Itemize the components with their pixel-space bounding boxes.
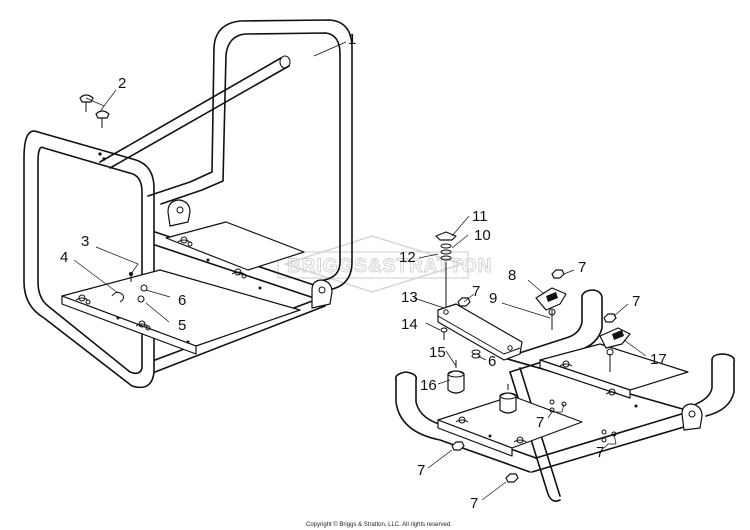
isolator-slot <box>135 320 151 331</box>
callout-3: 3 <box>81 233 89 250</box>
callout-7: 7 <box>417 462 425 479</box>
callouts: 1 2 3 4 5 6 11 10 12 8 7 13 7 9 7 14 6 1… <box>60 31 667 512</box>
left-frame <box>23 19 353 389</box>
callout-16: 16 <box>420 377 437 394</box>
callout-7: 7 <box>578 259 586 276</box>
lower-nuts <box>451 399 617 483</box>
callout-4: 4 <box>60 249 68 266</box>
callout-7: 7 <box>596 444 604 461</box>
callout-1: 1 <box>348 31 356 48</box>
isolator-slot <box>513 436 527 444</box>
isolator-slot <box>231 268 247 279</box>
callout-12: 12 <box>399 249 416 266</box>
callout-11: 11 <box>472 208 488 225</box>
watermark-text: BRIGGS&STRATTON <box>287 256 492 277</box>
leader-lines-left <box>73 41 347 323</box>
copyright-notice: Copyright © Briggs & Stratton, LLC. All … <box>306 521 452 528</box>
callout-7: 7 <box>536 414 544 431</box>
callout-15: 15 <box>429 344 446 361</box>
callout-9: 9 <box>489 290 497 307</box>
isolator-slot <box>559 360 573 368</box>
callout-7: 7 <box>632 293 640 310</box>
isolator-mounts <box>440 327 517 414</box>
callout-5: 5 <box>178 317 186 334</box>
callout-17: 17 <box>650 351 667 368</box>
callout-13: 13 <box>401 289 418 306</box>
isolator-slot <box>177 236 193 247</box>
bracket <box>437 303 523 361</box>
callout-2: 2 <box>118 75 126 92</box>
leader-lines-right <box>413 215 647 501</box>
callout-10: 10 <box>474 227 491 244</box>
callout-6: 6 <box>488 353 496 370</box>
callout-7: 7 <box>472 283 480 300</box>
callout-8: 8 <box>508 267 516 284</box>
callout-6: 6 <box>178 292 186 309</box>
isolator-slot <box>455 416 469 424</box>
callout-7: 7 <box>470 495 478 512</box>
callout-14: 14 <box>401 316 418 333</box>
isolator-slot <box>75 294 91 305</box>
isolator-slot <box>605 388 619 396</box>
